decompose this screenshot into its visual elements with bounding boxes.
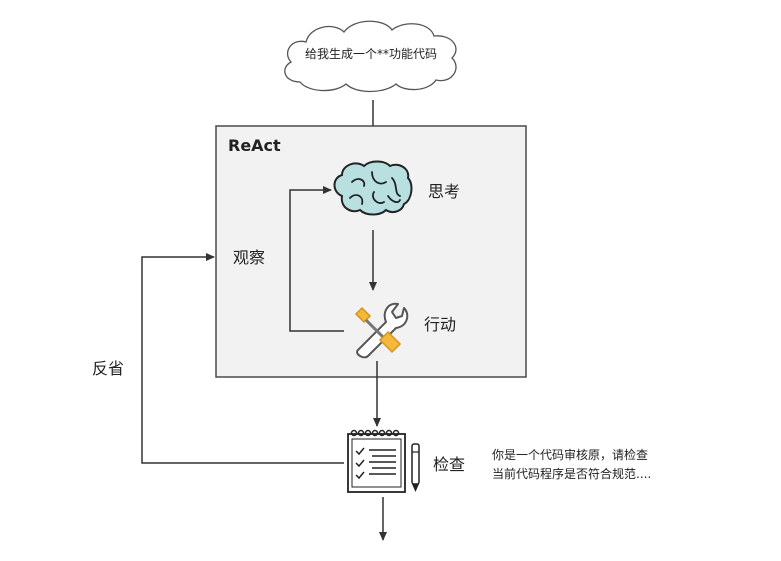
arrow-check-to-react xyxy=(141,253,344,464)
pen-icon xyxy=(411,443,420,492)
act-label: 行动 xyxy=(424,315,456,334)
tools-icon xyxy=(354,302,409,359)
check-note-line1: 你是一个代码审核原，请检查 xyxy=(492,447,648,462)
think-label: 思考 xyxy=(428,182,460,201)
arrow-act-to-think xyxy=(289,186,344,332)
brain-icon xyxy=(333,160,413,216)
prompt-text: 给我生成一个**功能代码 xyxy=(305,47,437,61)
checklist-icon xyxy=(347,429,406,493)
cloud-icon xyxy=(284,20,457,93)
check-note-line2: 当前代码程序是否符合规范.... xyxy=(492,466,651,481)
check-label: 检查 xyxy=(433,455,465,474)
prompt-cloud: 给我生成一个**功能代码 xyxy=(284,20,457,93)
react-title: ReAct xyxy=(228,136,281,155)
reflect-label: 反省 xyxy=(92,359,124,378)
observe-label: 观察 xyxy=(233,248,265,267)
